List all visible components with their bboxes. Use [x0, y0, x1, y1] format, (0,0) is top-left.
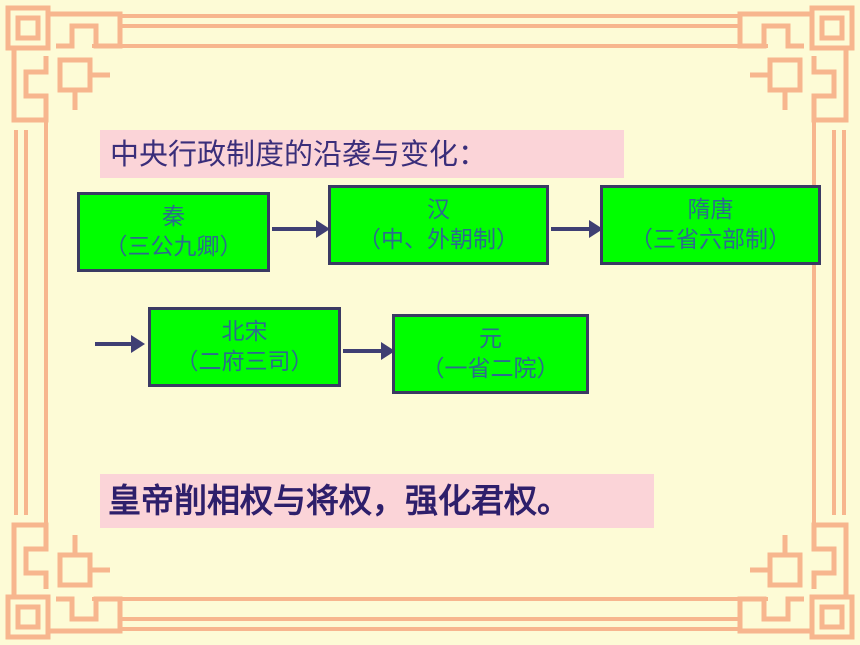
node-han: 汉 （中、外朝制） — [328, 185, 549, 265]
node-name: 汉 — [427, 197, 450, 223]
node-name: 隋唐 — [687, 197, 734, 223]
node-name: 元 — [479, 326, 502, 352]
node-detail: （三公九卿） — [104, 234, 243, 260]
node-suitang: 隋唐 （三省六部制） — [600, 185, 821, 265]
node-beisong: 北宋 （二府三司） — [148, 307, 341, 387]
node-detail: （一省二院） — [421, 356, 560, 382]
arrow-icon — [272, 220, 330, 238]
node-qin: 秦 （三公九卿） — [77, 192, 270, 272]
arrow-icon — [95, 335, 145, 353]
conclusion-text: 皇帝削相权与将权，强化君权。 — [100, 474, 654, 528]
page-title: 中央行政制度的沿袭与变化： — [100, 130, 624, 178]
node-detail: （中、外朝制） — [358, 227, 519, 253]
arrow-icon — [551, 220, 603, 238]
node-name: 北宋 — [221, 319, 268, 345]
node-detail: （三省六部制） — [630, 227, 791, 253]
node-name: 秦 — [162, 204, 185, 230]
arrow-icon — [343, 342, 395, 360]
node-detail: （二府三司） — [175, 349, 314, 375]
node-yuan: 元 （一省二院） — [392, 314, 589, 394]
